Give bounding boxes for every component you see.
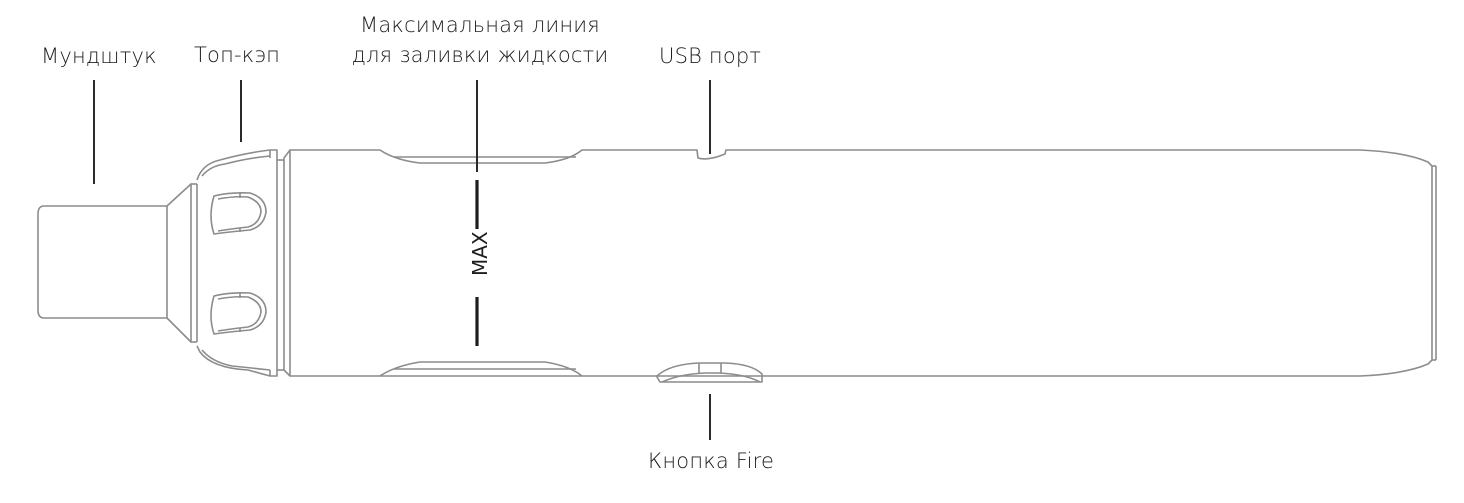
collar-ring	[277, 149, 291, 377]
top-cap-part	[196, 149, 278, 377]
fire-button-part	[656, 362, 763, 383]
max-marker-text: MAX	[468, 231, 492, 276]
label-mouthpiece: Мундштук	[41, 44, 157, 68]
mouthpiece-part	[37, 183, 198, 343]
label-fire-button: Кнопка Fire	[648, 449, 775, 473]
label-usb-port: USB порт	[659, 44, 762, 68]
label-max-fill-line-2: для заливки жидкости	[351, 43, 609, 67]
label-max-fill-line: Максимальная линия для заливки жидкости	[350, 10, 610, 70]
label-top-cap: Топ-кэп	[194, 43, 281, 67]
body-part	[290, 149, 1437, 377]
label-max-fill-line-1: Максимальная линия	[360, 13, 600, 37]
